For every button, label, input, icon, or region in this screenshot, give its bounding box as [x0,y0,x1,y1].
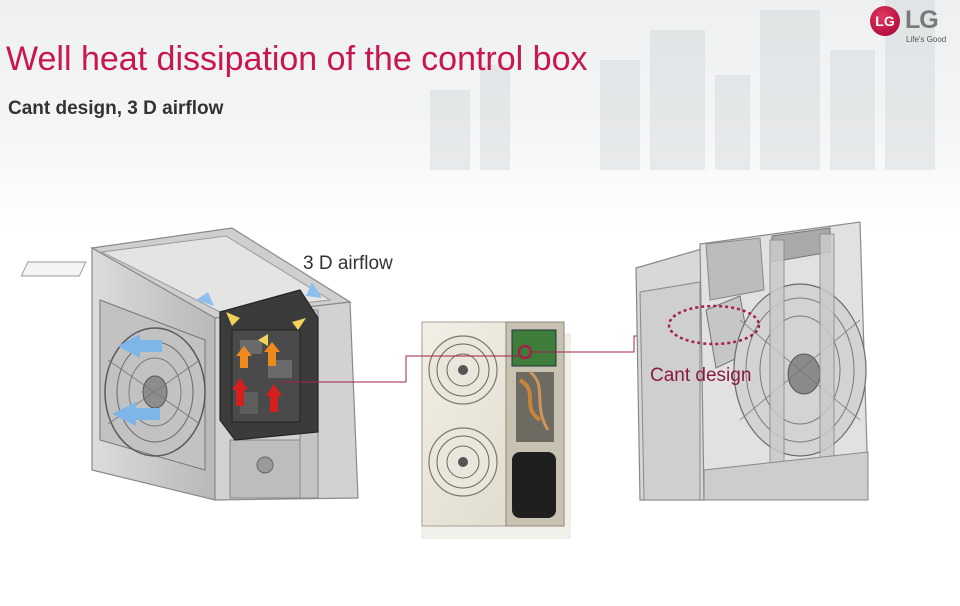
cant-design-label: Cant design [650,365,752,386]
lg-brand-text: LG [905,6,939,34]
callout-line-left [278,355,519,383]
center-outdoor-unit [421,321,571,539]
lg-logo-mark-icon: LG [870,6,900,36]
city-background [0,0,960,230]
right-unit-cant-view [635,221,869,501]
lg-tagline: Life's Good [906,35,947,44]
lg-logo: LG LG Life's Good [868,4,952,48]
slide-title: Well heat dissipation of the control box [6,40,588,78]
left-unit-cutaway [20,227,359,501]
slide-subtitle: Cant design, 3 D airflow [8,98,224,119]
cant-highlight-ellipse [667,304,761,346]
airflow-label: 3 D airflow [303,253,393,274]
